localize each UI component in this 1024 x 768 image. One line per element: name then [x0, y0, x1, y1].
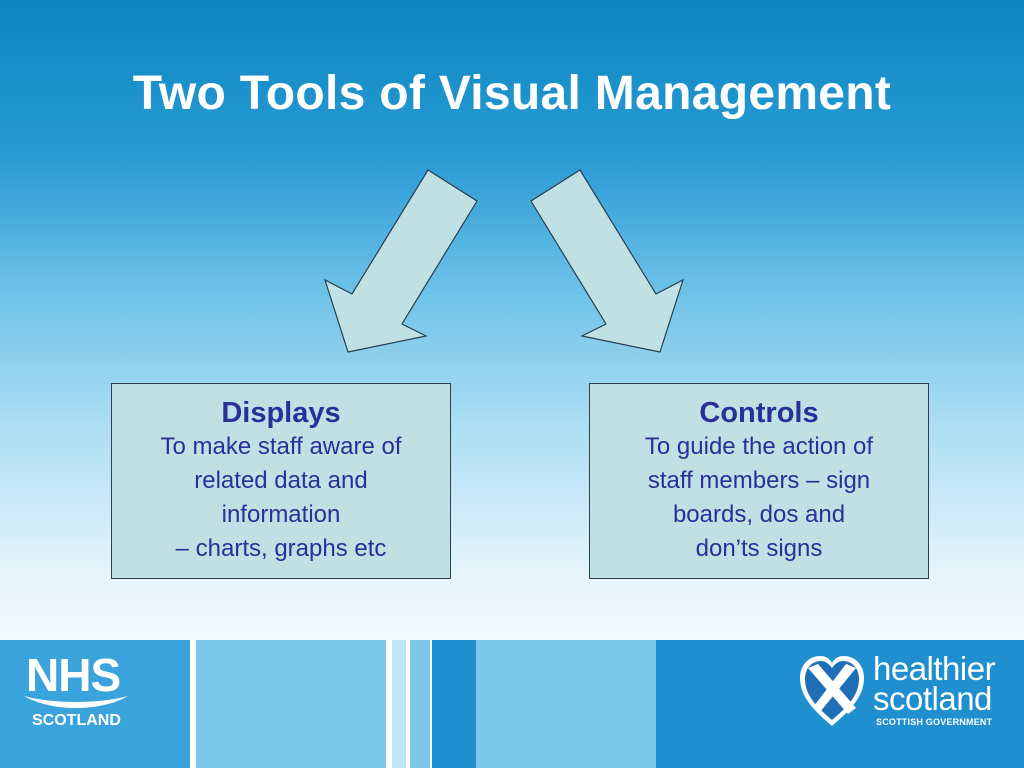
displays-line: information — [221, 501, 341, 528]
controls-line: don’ts signs — [695, 535, 823, 562]
controls-line: staff members – sign — [647, 467, 871, 494]
nhs-logo-text: NHS — [26, 649, 121, 701]
slide-title: Two Tools of Visual Management — [132, 67, 892, 120]
saltire-heart-icon — [800, 656, 864, 726]
footer-strip — [196, 640, 386, 768]
displays-line: – charts, graphs etc — [175, 535, 387, 562]
controls-line: To guide the action of — [644, 433, 874, 460]
controls-line: boards, dos and — [672, 501, 846, 528]
displays-box: Displays To make staff aware of related … — [111, 383, 451, 579]
footer-strip — [392, 640, 406, 768]
left-arrow — [323, 169, 478, 353]
displays-description: To make staff aware of related data and … — [112, 430, 450, 566]
displays-line: related data and — [194, 467, 368, 494]
controls-description: To guide the action of staff members – s… — [590, 430, 928, 566]
displays-line: To make staff aware of — [160, 433, 402, 460]
footer-strip — [476, 640, 656, 768]
controls-box: Controls To guide the action of staff me… — [589, 383, 929, 579]
footer-banner: NHS SCOTLAND healthier scotland SCOTTISH… — [0, 640, 1024, 768]
right-arrow — [530, 169, 685, 353]
hs-logo-line2: scotland — [873, 680, 992, 717]
footer-strip — [432, 640, 476, 768]
displays-heading: Displays — [221, 397, 341, 429]
hs-logo-line3: SCOTTISH GOVERNMENT — [876, 717, 993, 727]
footer-strip — [410, 640, 430, 768]
controls-heading: Controls — [699, 397, 819, 429]
hs-logo-line1: healthier — [873, 650, 996, 687]
arrows-layer — [323, 169, 685, 353]
nhs-logo-subtext: SCOTLAND — [32, 712, 121, 729]
nhs-swoosh-icon — [24, 696, 128, 708]
